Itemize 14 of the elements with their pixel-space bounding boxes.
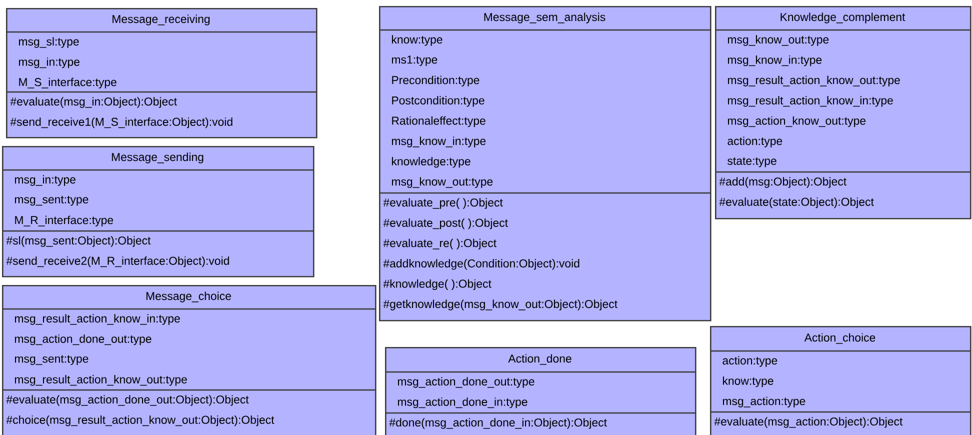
method-list: #sl(msg_sent:Object):Object #send_receive2(M_R_interface:Object):void [2, 230, 313, 268]
attribute-list: msg_in:type msg_sent:type M_R_interface:type [2, 169, 313, 226]
attribute-list: action:type know:type msg_action:type [710, 350, 970, 408]
method-list: #add(msg:Object):Object #evaluate(state:Object):Object [715, 171, 970, 208]
attribute-list: msg_action_done_out:type msg_action_done_in:type [385, 371, 695, 408]
method-list: #evaluate(msg_in:Object):Object #send_receive1(M_S_interface:Object):void [6, 91, 316, 128]
method-list: #done(msg_action_done_in:Object):Object [385, 412, 695, 429]
attribute-list: msg_know_out:type msg_know_in:type msg_result_action_know_out:type msg_result_action_know_in:type msg_action_know_out:type action:type state:type [715, 29, 970, 168]
method-list: #evaluate_pre( ):Object #evaluate_post( ):Object #evaluate_re( ):Object #addknowledge(Condition:Object):void #knowledge( ):Object #getknowledge(msg_know_out:Object):Object [379, 192, 710, 310]
attribute-list: msg_result_action_know_in:type msg_action_done_out:type msg_sent:type msg_result_action_know_out:type [2, 308, 375, 386]
method-list: #evaluate(msg_action:Object):Object [710, 411, 970, 428]
attribute-list: know:type ms1:type Precondition:type Postcondition:type Rationaleffect:type msg_know_in:type knowledge:type msg_know_out:type [379, 29, 710, 188]
method-list: #evaluate(msg_action_done_out:Object):Object #choice(msg_result_action_know_out:Object):Object [2, 389, 375, 426]
attribute-list: msg_sl:type msg_in:type M_S_interface:type [6, 31, 316, 88]
